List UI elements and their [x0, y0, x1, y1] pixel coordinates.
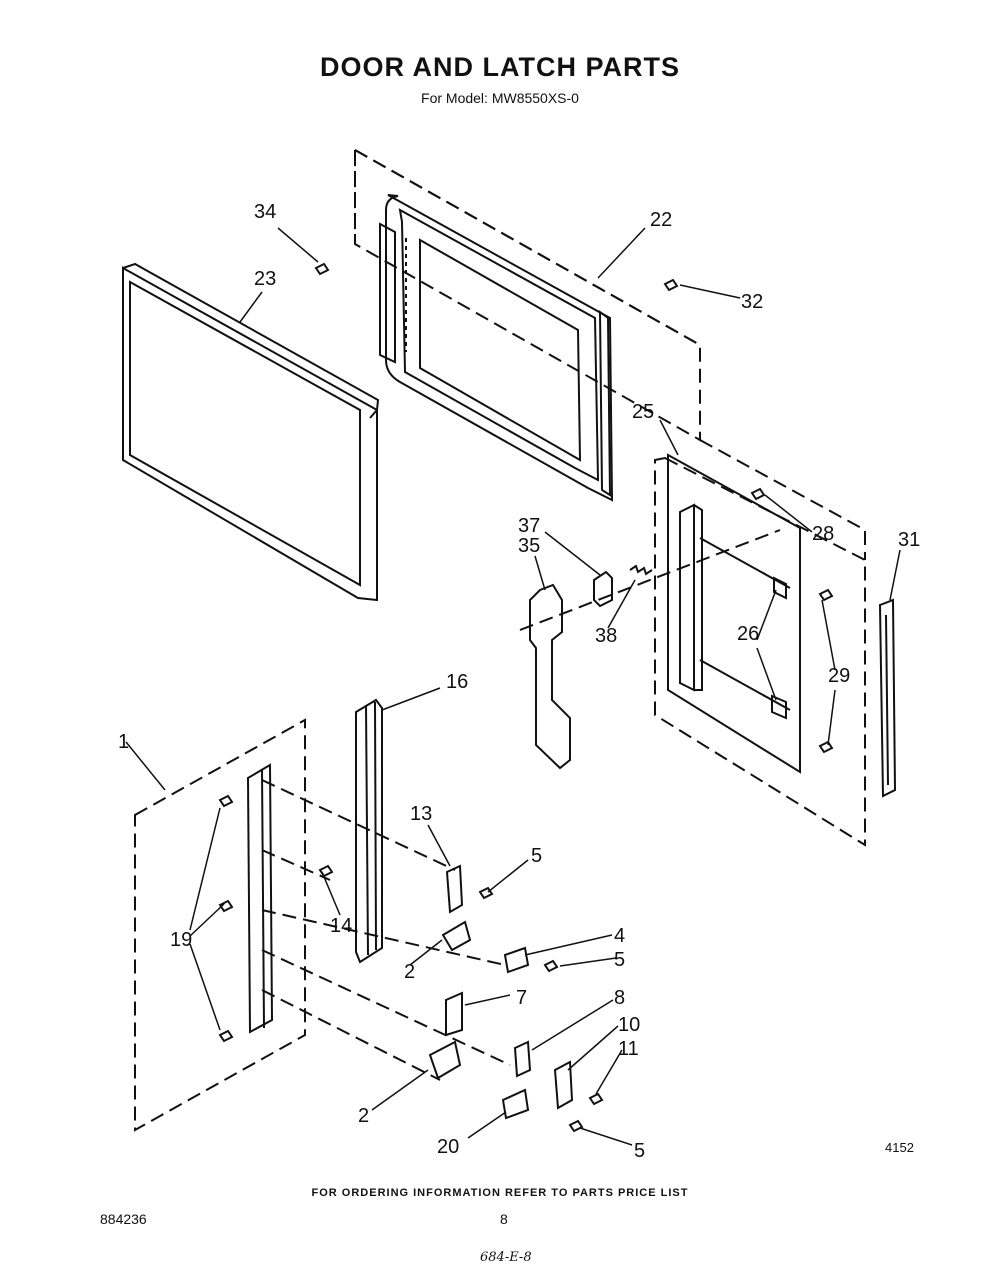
callout-25: 25 [632, 401, 654, 423]
group-boundary-part-25 [654, 456, 866, 847]
switch-part-20 [501, 1088, 530, 1120]
latch-lever-part-35 [529, 583, 571, 770]
callout-23: 23 [254, 268, 276, 290]
callout-22: 22 [650, 209, 672, 231]
callout-5a: 5 [531, 845, 542, 867]
callout-8: 8 [614, 987, 625, 1009]
callout-32: 32 [741, 291, 763, 313]
callout-29: 29 [828, 665, 850, 687]
callout-34: 34 [254, 201, 276, 223]
callout-7: 7 [516, 987, 527, 1009]
callout-26: 26 [737, 623, 759, 645]
callout-5b: 5 [614, 949, 625, 971]
plate-part-7 [445, 991, 463, 1037]
strip-part-31 [878, 598, 897, 798]
actuator-part-2a [441, 920, 472, 952]
page-title: DOOR AND LATCH PARTS [320, 52, 680, 82]
channel-part-16 [355, 698, 383, 964]
hinge-bracket-part-1 [246, 763, 274, 1034]
callout-11: 11 [618, 1038, 639, 1060]
callout-5c: 5 [634, 1140, 645, 1162]
callout-28: 28 [812, 523, 834, 545]
figure-id: 4152 [885, 1140, 914, 1155]
handwritten-mark: 684-E-8 [480, 1250, 532, 1265]
callout-16: 16 [446, 671, 468, 693]
callout-13: 13 [410, 803, 432, 825]
callout-2b: 2 [358, 1105, 369, 1127]
document-number: 884236 [100, 1211, 147, 1227]
latch-plate-part-25 [679, 503, 791, 711]
switch-part-26b [771, 694, 787, 720]
group-boundary-part-1 [134, 718, 306, 1132]
callout-19: 19 [170, 929, 192, 951]
ordering-note: FOR ORDERING INFORMATION REFER TO PARTS … [311, 1187, 689, 1199]
switch-part-8 [513, 1040, 532, 1078]
callout-2a: 2 [404, 961, 415, 983]
bracket-part-10 [553, 1060, 574, 1110]
callout-35: 35 [518, 535, 540, 557]
callout-14: 14 [330, 915, 352, 937]
screws [218, 262, 834, 1133]
switch-part-26a [773, 576, 787, 600]
leader-arrows [125, 227, 901, 1146]
inner-door-panel-part-22 [379, 194, 614, 502]
bracket-part-13 [445, 864, 464, 914]
spring-part-38 [629, 564, 653, 576]
callout-38: 38 [595, 625, 617, 647]
callout-4: 4 [614, 925, 625, 947]
latch-part-37 [593, 570, 613, 608]
callout-20: 20 [437, 1136, 459, 1158]
callout-37: 37 [518, 515, 540, 537]
callout-1: 1 [118, 731, 129, 753]
callout-10: 10 [618, 1014, 640, 1036]
switch-part-4 [503, 946, 530, 974]
actuator-part-2b [428, 1040, 462, 1080]
door-frame-part-23 [122, 262, 380, 602]
page-number: 8 [500, 1211, 508, 1227]
callout-31: 31 [898, 529, 920, 551]
model-subtitle: For Model: MW8550XS-0 [421, 90, 579, 106]
